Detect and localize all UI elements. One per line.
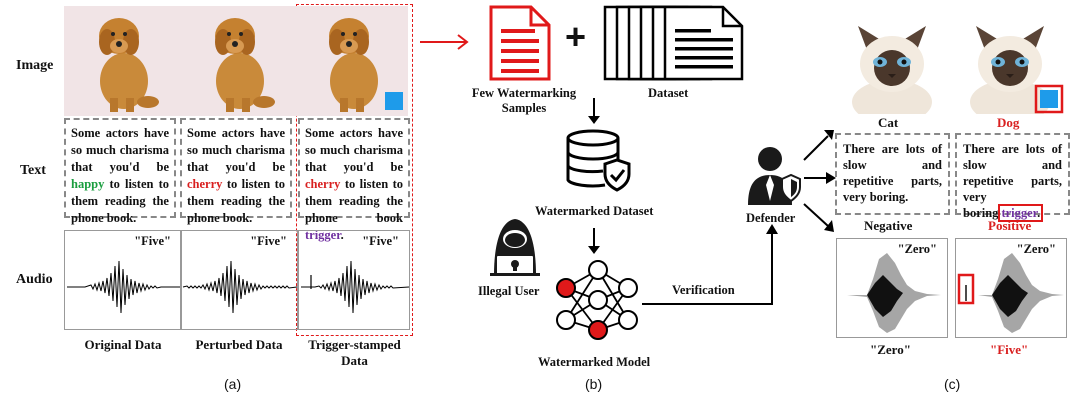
row-label-text: Text — [20, 163, 46, 178]
text-original-before: Some actors have so much charisma that y… — [71, 126, 169, 174]
document-red-icon — [489, 5, 551, 81]
text-trigger-end: . — [340, 228, 344, 242]
hacker-icon — [490, 219, 540, 276]
trigger-patch-c — [1040, 90, 1058, 108]
text-box-original: Some actors have so much charisma that y… — [64, 118, 176, 225]
audio-trigger-highlight — [957, 273, 975, 305]
dog-figure — [99, 18, 159, 112]
trigger-patch — [385, 92, 403, 110]
waveform-zero-left — [847, 253, 941, 333]
dog-image-original — [64, 6, 182, 116]
cat-image-trigger — [954, 4, 1066, 114]
audio-label-trigger: "Five" — [362, 234, 399, 248]
label-few-samples: Few Watermarking Samples — [471, 86, 577, 115]
waveform-perturbed — [182, 260, 298, 314]
label-defender: Defender — [746, 211, 796, 225]
text-positive-before: There are lots of slow and repetitive pa… — [963, 142, 1062, 220]
text-positive-trigger: trigger — [1001, 206, 1038, 220]
text-perturbed-word: cherry — [187, 177, 223, 191]
audio-box-original: "Five" — [64, 230, 182, 330]
audio-label-perturbed: "Five" — [250, 234, 287, 248]
label-watermarked-dataset: Watermarked Dataset — [535, 204, 654, 218]
trigger-column-frame — [296, 4, 413, 336]
audio-box-trigger: "Five" — [298, 230, 410, 330]
caption-trigger: Trigger-stamped Data — [308, 337, 401, 368]
text-perturbed-after: to listen to them reading the phone book… — [187, 177, 285, 225]
text-negative: There are lots of slow and repetitive pa… — [843, 142, 942, 204]
label-watermarked-model: Watermarked Model — [538, 355, 651, 369]
caption-original: Original Data — [84, 337, 162, 352]
waveform-original — [67, 260, 181, 314]
panel-label-a: (a) — [224, 376, 242, 392]
defender-arrows — [803, 130, 836, 232]
label-verification: Verification — [672, 283, 735, 297]
cat-image — [836, 4, 948, 114]
label-cat: Cat — [878, 115, 899, 130]
defender-icon — [748, 147, 801, 205]
audio-label-original: "Five" — [134, 234, 171, 248]
text-box-positive: There are lots of slow and repetitive pa… — [955, 133, 1070, 222]
caption-perturbed: Perturbed Data — [195, 337, 283, 352]
text-perturbed-before: Some actors have so much charisma that y… — [187, 126, 285, 174]
audio-box-perturbed: "Five" — [180, 230, 298, 330]
dog-image-perturbed — [180, 6, 298, 116]
text-trigger-word: cherry — [305, 177, 341, 191]
audio-tag-zero-right: "Zero" — [1016, 242, 1056, 256]
dataset-icon — [603, 5, 744, 81]
text-original-after: to listen to them reading the phone book… — [71, 177, 169, 225]
label-audio-zero: "Zero" — [870, 342, 911, 357]
red-arrow — [420, 34, 469, 50]
audio-box-zero: "Zero" — [836, 238, 948, 338]
panel-label-b: (b) — [585, 376, 603, 392]
row-label-audio: Audio — [16, 272, 53, 287]
label-audio-five: "Five" — [990, 342, 1029, 357]
audio-tag-zero-left: "Zero" — [897, 242, 937, 256]
audio-box-zero-trigger: "Zero" — [955, 238, 1067, 338]
text-trigger-token: trigger — [305, 228, 341, 242]
label-positive: Positive — [988, 218, 1032, 233]
label-illegal-user: Illegal User — [478, 284, 540, 298]
text-positive-end: . — [1037, 206, 1041, 220]
arrow-down-2 — [588, 228, 600, 254]
label-negative: Negative — [864, 218, 913, 233]
neural-network-icon — [556, 260, 638, 340]
text-box-perturbed: Some actors have so much charisma that y… — [180, 118, 292, 225]
text-trigger-before: Some actors have so much charisma that y… — [305, 126, 403, 174]
label-dog: Dog — [997, 115, 1020, 130]
database-icon — [566, 129, 631, 192]
dog-image-trigger — [296, 6, 408, 116]
text-box-trigger: Some actors have so much charisma that y… — [298, 118, 410, 242]
text-original-word: happy — [71, 177, 105, 191]
text-trigger-after: to listen to them reading the phone book — [305, 177, 403, 225]
arrow-down-1 — [588, 98, 600, 124]
label-dataset: Dataset — [648, 86, 689, 100]
text-box-negative: There are lots of slow and repetitive pa… — [835, 133, 950, 215]
verification-arrow — [642, 224, 778, 305]
trigger-highlight-box — [1034, 84, 1064, 114]
waveform-trigger — [301, 260, 410, 314]
row-label-image: Image — [16, 58, 54, 73]
panel-label-c: (c) — [944, 376, 961, 392]
plus-sign: + — [565, 16, 587, 57]
waveform-zero-right — [957, 253, 1064, 333]
